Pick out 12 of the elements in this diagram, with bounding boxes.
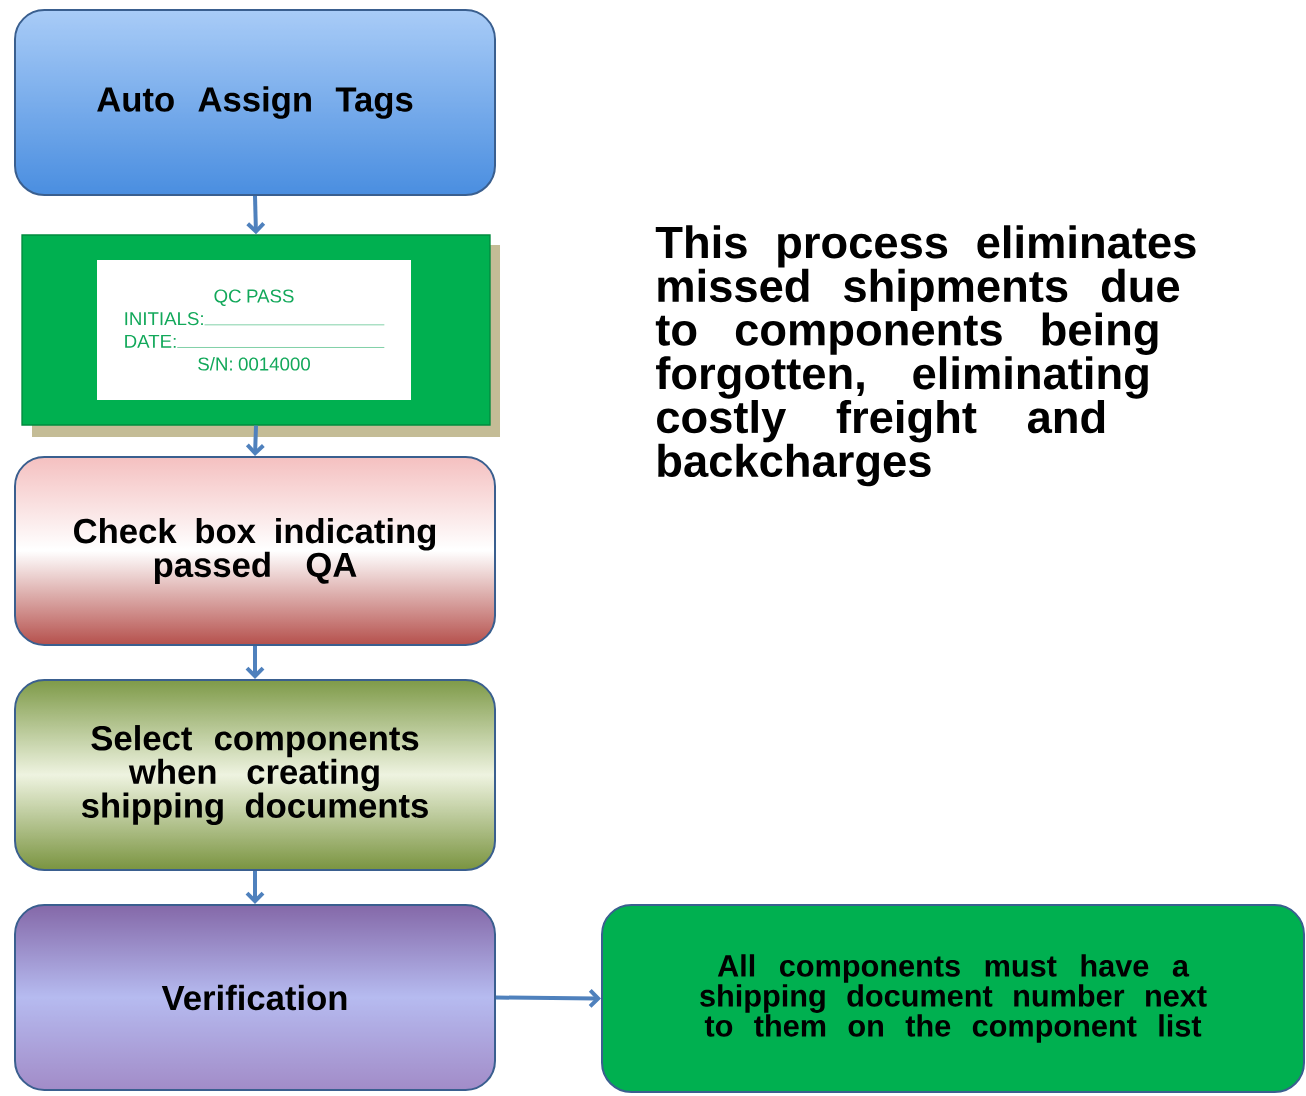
arrow: [245, 425, 265, 456]
result-box: All components must have a shipping document number next to them on the component list: [601, 904, 1305, 1093]
arrow: [495, 989, 601, 1008]
arrow: [245, 871, 265, 904]
arrow: [245, 646, 265, 679]
description-text: This process eliminates missed shipments due to components being forgotten, eliminating costly freight and backcharges: [655, 225, 1196, 487]
arrow: [246, 195, 266, 235]
process-box: Auto Assign Tags: [14, 9, 496, 196]
process-box: Select components when creating shipping documents: [14, 679, 496, 871]
process-box: Check box indicating passed QA: [14, 456, 496, 646]
process-box: Verification: [14, 904, 496, 1091]
qc-tag: QC PASS INITIALS: DATE: S/N: 0014000: [97, 260, 411, 400]
